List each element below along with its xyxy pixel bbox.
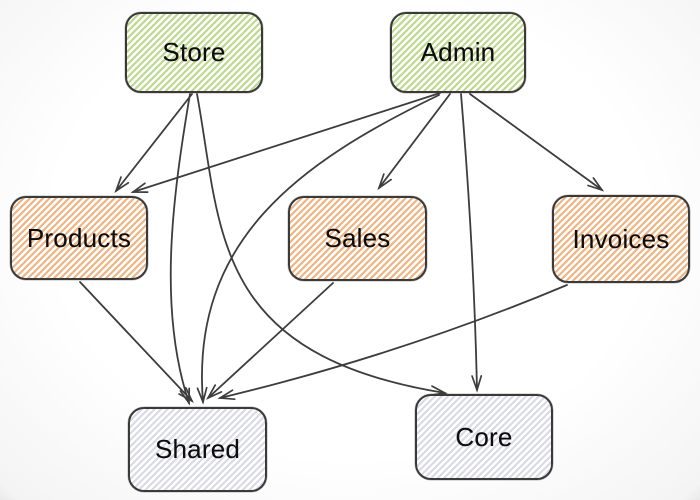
arrowhead-sales-shared	[205, 384, 223, 400]
node-core: Core	[415, 394, 553, 480]
arrowhead-admin-invoices	[587, 177, 605, 192]
arrowhead-store-shared	[179, 387, 191, 406]
node-label-admin: Admin	[420, 37, 496, 67]
arrowhead-admin-core	[471, 375, 483, 393]
arrowhead-store-products	[114, 176, 130, 194]
edge-products-shared	[79, 281, 193, 402]
node-sales: Sales	[288, 196, 427, 281]
edge-store-shared	[169, 93, 191, 404]
node-invoices: Invoices	[552, 195, 690, 283]
node-shared: Shared	[128, 407, 267, 492]
edge-admin-core	[460, 93, 478, 391]
node-products: Products	[10, 196, 148, 280]
edge-store-products	[115, 93, 193, 192]
node-label-invoices: Invoices	[572, 223, 670, 254]
arrowhead-admin-products	[130, 182, 149, 193]
edge-sales-shared	[207, 282, 334, 399]
node-store: Store	[125, 12, 263, 93]
edge-admin-products	[132, 92, 441, 193]
arrowhead-admin-shared	[196, 386, 208, 405]
edge-admin-invoices	[469, 93, 603, 191]
node-label-core: Core	[455, 421, 513, 452]
node-label-sales: Sales	[324, 223, 391, 253]
node-label-store: Store	[162, 37, 226, 67]
arrowhead-products-shared	[178, 386, 194, 403]
node-label-shared: Shared	[154, 434, 241, 464]
node-label-products: Products	[26, 222, 132, 253]
node-admin: Admin	[390, 12, 526, 93]
arrowhead-invoices-shared	[217, 389, 236, 401]
edge-admin-sales	[378, 93, 451, 189]
arrowhead-admin-sales	[377, 173, 392, 191]
edge-invoices-shared	[219, 284, 568, 399]
